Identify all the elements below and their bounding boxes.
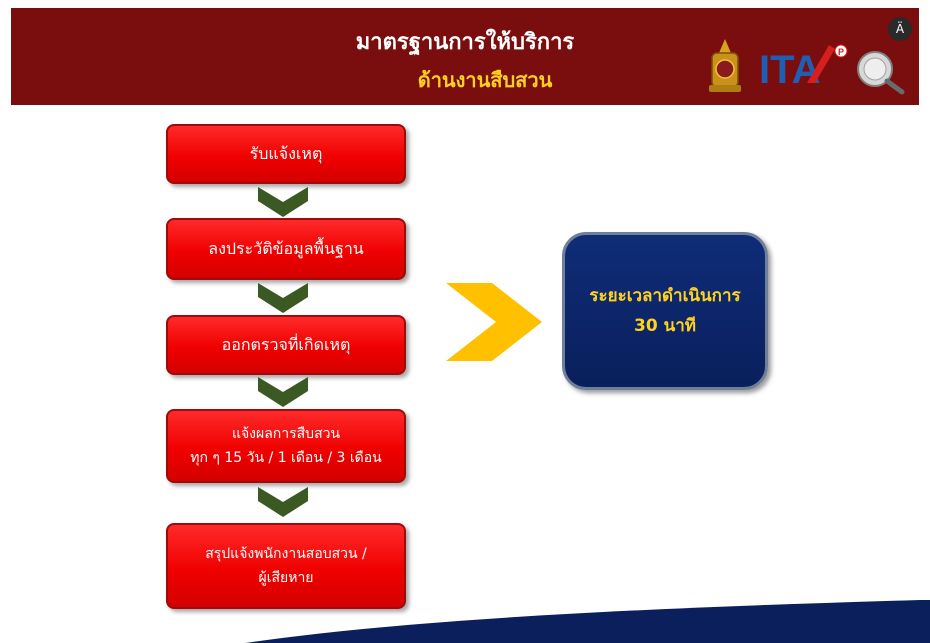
- chevron-right-icon: [446, 283, 542, 361]
- step-record-basic-info: ลงประวัติข้อมูลพื้นฐาน: [166, 218, 406, 280]
- step-label: สรุปแจ้งพนักงานสอบสวน /: [205, 546, 367, 562]
- step-label: ออกตรวจที่เกิดเหตุ: [221, 335, 351, 354]
- duration-label: ระยะเวลาดำเนินการ: [589, 286, 741, 306]
- translate-button[interactable]: Ä: [888, 17, 912, 41]
- header-banner: มาตรฐานการให้บริการ ด้านงานสืบสวน: [11, 8, 919, 105]
- header-subtitle: ด้านงานสืบสวน: [417, 68, 553, 92]
- magnifier-seal-icon: [857, 51, 905, 95]
- step-label: แจ้งผลการสืบสวน: [231, 426, 341, 442]
- step-label: ทุก ๆ 15 วัน / 1 เดือน / 3 เดือน: [190, 450, 382, 466]
- step-receive-report: รับแจ้งเหตุ: [166, 124, 406, 184]
- duration-value: 30 นาที: [634, 316, 696, 336]
- step-label: รับแจ้งเหตุ: [249, 144, 323, 163]
- header-title: มาตรฐานการให้บริการ: [355, 30, 575, 55]
- chevron-down-icon: [258, 487, 308, 517]
- translate-icon: Ä: [895, 22, 905, 36]
- step-label: ผู้เสียหาย: [258, 570, 314, 586]
- logo-group: ITA P: [703, 37, 913, 95]
- step-label: ลงประวัติข้อมูลพื้นฐาน: [208, 239, 364, 258]
- chevron-down-icon: [258, 187, 308, 217]
- chevron-down-icon: [258, 377, 308, 407]
- step-inspect-scene: ออกตรวจที่เกิดเหตุ: [166, 315, 406, 375]
- footer-decoration: [245, 600, 930, 643]
- step-report-investigation: แจ้งผลการสืบสวน ทุก ๆ 15 วัน / 1 เดือน /…: [166, 409, 406, 483]
- step-summary-notify: สรุปแจ้งพนักงานสอบสวน / ผู้เสียหาย: [166, 523, 406, 609]
- svg-text:P: P: [838, 47, 844, 57]
- duration-box: ระยะเวลาดำเนินการ 30 นาที: [562, 232, 768, 390]
- svg-text:ITA: ITA: [759, 48, 820, 92]
- royal-seal-icon: [709, 39, 741, 92]
- chevron-down-icon: [258, 283, 308, 313]
- ita-logo: ITA P: [759, 44, 848, 92]
